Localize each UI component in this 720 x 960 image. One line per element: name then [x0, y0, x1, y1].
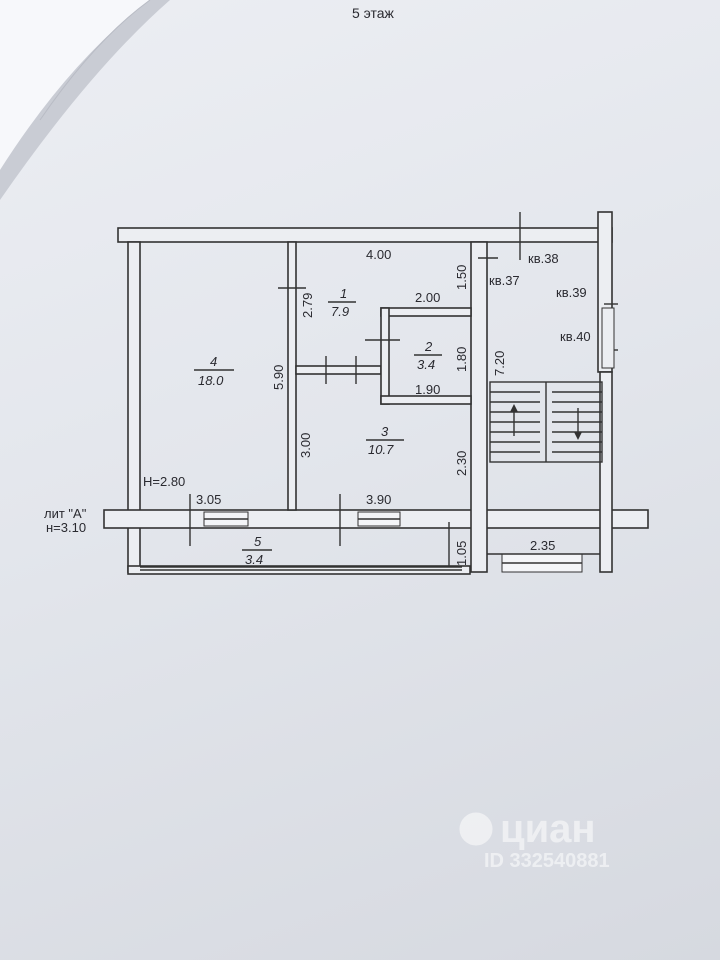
room-4-area: 18.0	[198, 373, 224, 388]
room-3-number: 3	[381, 424, 389, 439]
height-inner: H=2.80	[143, 474, 185, 489]
apartment-label-39: кв.39	[556, 285, 587, 300]
room2-box-top	[380, 307, 472, 317]
cian-watermark: циан ID 332540881	[459, 807, 610, 872]
dim-balcony-height: 1.05	[454, 541, 469, 566]
dim-left-height: 5.90	[271, 365, 286, 390]
room-1-area: 7.9	[331, 304, 349, 319]
apartment-label-38: кв.38	[528, 251, 559, 266]
room-1-number: 1	[340, 286, 347, 301]
dim-r2-width-bottom: 1.90	[415, 382, 440, 397]
room-2-area: 3.4	[417, 357, 435, 372]
room2-box-bottom	[380, 395, 472, 405]
room-5-area: 3.4	[245, 552, 263, 567]
partition-room4	[287, 241, 297, 511]
height-outer: н=3.10	[46, 520, 86, 535]
dim-right-small: 2.30	[454, 451, 469, 476]
staircase	[489, 381, 603, 463]
dim-bottom-left: 3.05	[196, 492, 221, 507]
room-5-number: 5	[254, 534, 262, 549]
watermark-brand: циан	[500, 807, 596, 851]
dim-stair-bottom: 2.35	[530, 538, 555, 553]
dim-bottom-mid: 3.90	[366, 492, 391, 507]
room2-box-left	[380, 307, 390, 405]
top-wall	[117, 227, 613, 243]
dim-r2-height: 1.80	[454, 347, 469, 372]
dim-stair-height: 7.20	[492, 351, 507, 376]
dim-top-width: 4.00	[366, 247, 391, 262]
stair-entrance	[487, 553, 600, 573]
dim-r1-height: 2.79	[300, 293, 315, 318]
dim-r2-width-top: 2.00	[415, 290, 440, 305]
dim-r3-height: 3.00	[298, 433, 313, 458]
floor-title: 5 этаж	[352, 5, 394, 21]
dim-corner-top: 1.50	[454, 265, 469, 290]
watermark-id: ID 332540881	[484, 850, 610, 872]
room-2-number: 2	[424, 339, 433, 354]
partition-room1-3	[295, 365, 382, 375]
shaft-box	[601, 307, 615, 369]
room-3-area: 10.7	[368, 442, 394, 457]
right-lower-wall	[599, 371, 613, 573]
lit-label: лит "А"	[44, 506, 87, 521]
apartment-label-40: кв.40	[560, 329, 591, 344]
stair-left-wall	[470, 241, 488, 573]
room-4-number: 4	[210, 354, 217, 369]
apartment-label-37: кв.37	[489, 273, 520, 288]
